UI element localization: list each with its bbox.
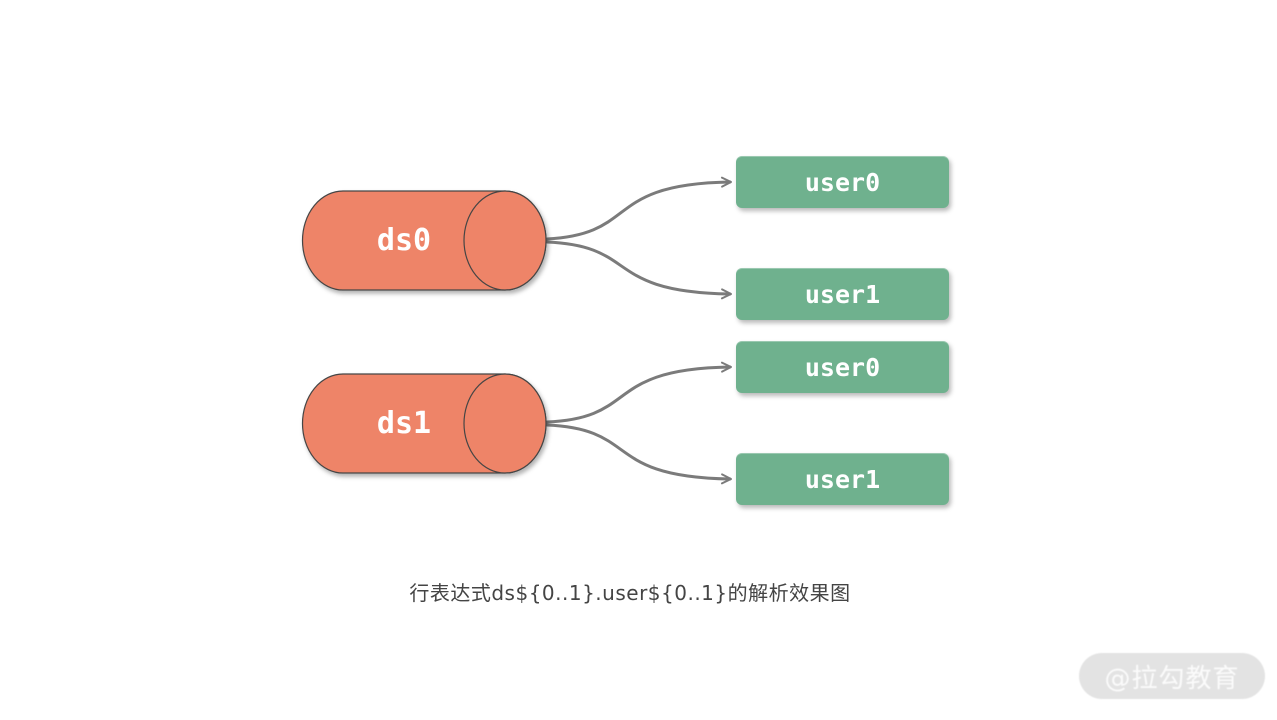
table-node-user0-of-ds1: user0	[736, 341, 949, 393]
cylinder-ds1-cap	[463, 373, 547, 474]
arrow-ds1-to-user1	[545, 423, 732, 485]
watermark-text: @拉勾教育	[1104, 663, 1240, 694]
watermark-badge: @拉勾教育	[1079, 653, 1265, 699]
arrow-ds0-to-user0	[545, 176, 732, 241]
cylinder-ds0	[301, 190, 547, 291]
table-node-user1-of-ds0: user1	[736, 268, 949, 320]
cylinder-ds0-cap	[463, 190, 547, 291]
arrow-ds1-to-user0	[545, 361, 732, 424]
table-node-label: user0	[804, 352, 881, 382]
cylinder-ds1	[301, 373, 547, 474]
table-node-label: user0	[804, 167, 881, 197]
arrow-ds0-to-user1	[545, 240, 732, 300]
table-node-label: user1	[804, 464, 881, 494]
connector-arrows	[545, 176, 732, 485]
diagram-caption: 行表达式ds${0..1}.user${0..1}的解析效果图	[409, 581, 851, 605]
table-node-label: user1	[804, 279, 881, 309]
table-node-user0-of-ds0: user0	[736, 156, 949, 208]
table-node-user1-of-ds1: user1	[736, 453, 949, 505]
